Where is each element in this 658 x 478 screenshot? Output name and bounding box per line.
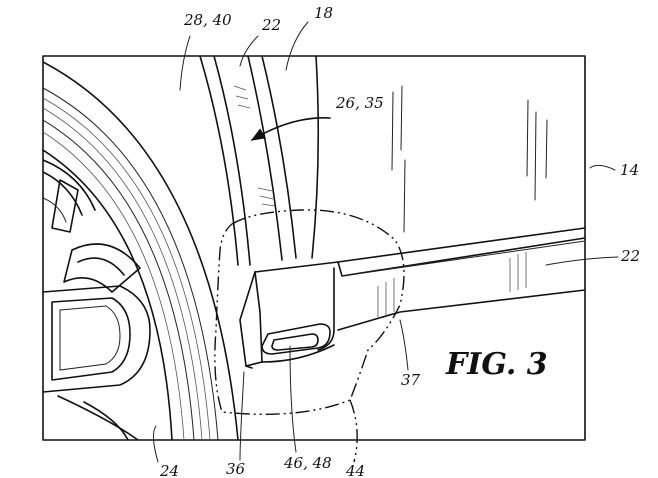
view-frame: [42, 55, 586, 441]
label-22-right: 22: [620, 247, 640, 265]
label-37: 37: [401, 371, 421, 389]
label-18: 18: [314, 4, 333, 22]
label-46-48: 46, 48: [283, 454, 332, 472]
label-24: 24: [159, 462, 179, 478]
label-26-35: 26, 35: [335, 94, 384, 112]
detail-boundary-44: [214, 209, 405, 415]
label-36: 36: [226, 460, 246, 478]
fender-22: [199, 56, 320, 266]
tire-24: [43, 61, 239, 440]
rocker-panel-26: [239, 227, 585, 369]
label-14: 14: [620, 161, 639, 179]
label-44: 44: [345, 462, 365, 478]
label-22-top: 22: [261, 16, 281, 34]
body-panel-14: [391, 85, 548, 233]
figure-title: FIG. 3: [445, 347, 548, 382]
label-28-40: 28, 40: [183, 11, 232, 29]
wheel-rim: [43, 159, 151, 440]
leader-lines: [152, 21, 619, 463]
leader-44: [349, 399, 358, 463]
step-light-46: [261, 323, 331, 355]
